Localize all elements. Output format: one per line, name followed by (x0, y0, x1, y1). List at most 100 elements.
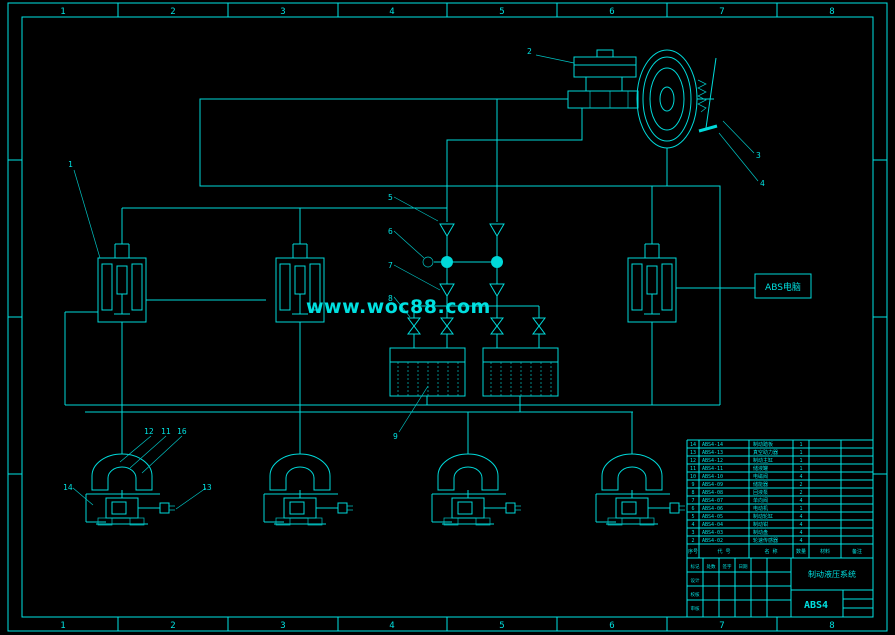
callout-1: 1 (68, 160, 73, 169)
callout-3: 3 (756, 151, 761, 160)
part-no: 8 (691, 490, 694, 496)
part-code: ABS4-10 (702, 474, 723, 480)
title-block-admin: 标记 处数 签字 日期 设计 校核 审核 (691, 563, 748, 612)
admin-label: 标记 (691, 563, 700, 570)
ruler-bottom: 1 2 3 4 5 6 7 8 (60, 621, 834, 631)
ruler-number: 8 (829, 621, 834, 631)
callout-8: 8 (388, 294, 393, 303)
part-name: 储液罐 (753, 465, 768, 472)
part-name: 制动踏板 (753, 441, 773, 448)
part-no: 4 (691, 522, 694, 528)
ruler-top: 1 2 3 4 5 6 7 8 (60, 7, 834, 17)
part-code: ABS4-05 (702, 514, 723, 520)
vacuum-booster (636, 49, 698, 149)
part-name: 电磁阀 (753, 473, 768, 480)
header-name: 名 称 (764, 548, 777, 555)
part-code: ABS4-12 (702, 458, 723, 464)
ruler-number: 6 (609, 621, 614, 631)
pump-icon (441, 256, 453, 268)
part-code: ABS4-02 (702, 538, 723, 544)
ruler-number: 5 (499, 7, 504, 17)
part-no: 5 (691, 514, 694, 520)
admin-label: 日期 (739, 564, 748, 570)
watermark-text: www.woc88.com (306, 296, 491, 318)
callout-5: 5 (388, 193, 393, 202)
solenoid-valve-block (97, 257, 147, 323)
part-code: ABS4-08 (702, 490, 723, 496)
part-qty: 4 (799, 474, 802, 480)
solenoid-valve-block (627, 257, 677, 323)
admin-label: 校核 (691, 591, 700, 598)
callout-numbers: 1 2 3 4 5 6 7 8 9 12 11 16 14 13 (63, 47, 765, 492)
part-name: 轮速传感器 (753, 537, 778, 544)
part-code: ABS4-06 (702, 506, 723, 512)
abs-computer-box: ABS电脑 (754, 273, 812, 299)
admin-label: 设计 (691, 577, 700, 584)
outlet-valve-icon (489, 283, 505, 297)
part-name: 回液泵 (753, 489, 768, 496)
drawing-number: ABS4 (804, 600, 828, 611)
fluid-reservoir (573, 49, 637, 78)
ruler-number: 2 (170, 621, 175, 631)
check-valves (407, 317, 546, 335)
callout-9: 9 (393, 432, 398, 441)
motor-icon (422, 256, 434, 268)
part-code: ABS4-03 (702, 530, 723, 536)
ruler-number: 3 (280, 621, 285, 631)
ruler-number: 7 (719, 7, 724, 17)
part-qty: 1 (799, 506, 802, 512)
part-qty: 4 (799, 522, 802, 528)
part-qty: 1 (799, 466, 802, 472)
part-name: 制动钳 (753, 521, 768, 528)
callout-13: 13 (202, 483, 212, 492)
drawing-frame (7, 2, 888, 632)
part-qty: 1 (799, 442, 802, 448)
part-code: ABS4-11 (702, 466, 723, 472)
hydraulic-pipes (64, 77, 755, 454)
admin-label: 签字 (723, 563, 732, 570)
part-no: 6 (691, 506, 694, 512)
part-name: 制动盘 (753, 529, 768, 536)
outlet-valve-icon (439, 283, 455, 297)
ruler-number: 3 (280, 7, 285, 17)
callout-14: 14 (63, 483, 73, 492)
part-qty: 2 (799, 482, 802, 488)
part-code: ABS4-04 (702, 522, 723, 528)
part-code: ABS4-13 (702, 450, 723, 456)
part-name: 真空助力器 (753, 449, 778, 456)
part-no: 14 (690, 442, 696, 448)
part-qty: 4 (799, 514, 802, 520)
callout-16: 16 (177, 427, 187, 436)
drawing-title: 制动液压系统 (808, 569, 856, 579)
part-no: 7 (691, 498, 694, 504)
callout-11: 11 (161, 427, 171, 436)
callout-7: 7 (388, 261, 393, 270)
ruler-number: 1 (60, 7, 65, 17)
part-no: 12 (690, 458, 696, 464)
callout-leaders (72, 54, 759, 510)
part-no: 2 (691, 538, 694, 544)
parts-list-header: 序号 代 号 名 称 数量 材料 备注 (688, 548, 862, 555)
abs-computer-label: ABS电脑 (765, 281, 801, 293)
header-qty: 数量 (796, 548, 806, 555)
header-note: 备注 (852, 548, 862, 555)
admin-label: 处数 (707, 563, 716, 570)
callout-4: 4 (760, 179, 765, 188)
ruler-number: 8 (829, 7, 834, 17)
ruler-number: 2 (170, 7, 175, 17)
header-code: 代 号 (717, 548, 730, 555)
accumulator-right (482, 347, 559, 397)
callout-2: 2 (527, 47, 532, 56)
header-mat: 材料 (820, 548, 830, 555)
ruler-number: 7 (719, 621, 724, 631)
part-no: 10 (690, 474, 696, 480)
part-code: ABS4-09 (702, 482, 723, 488)
part-qty: 4 (799, 498, 802, 504)
part-code: ABS4-07 (702, 498, 723, 504)
part-name: 单向阀 (753, 497, 768, 504)
ruler-number: 1 (60, 621, 65, 631)
admin-label: 审核 (691, 605, 700, 612)
